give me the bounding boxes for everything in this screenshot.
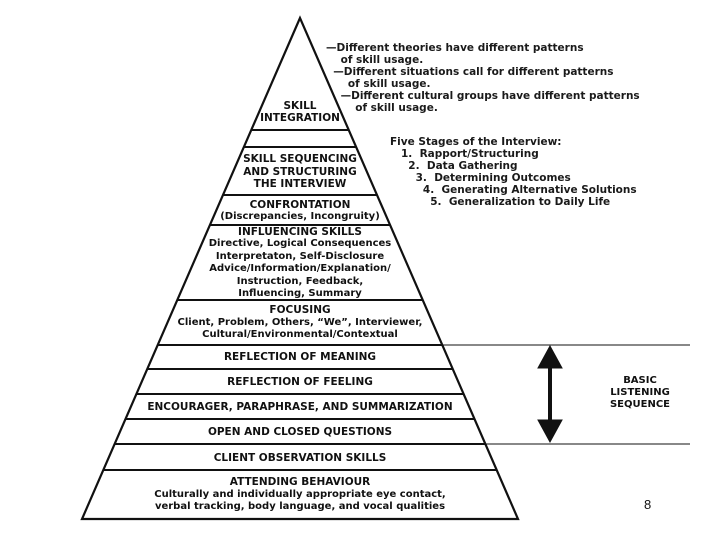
annotation-line: of skill usage. — [326, 78, 431, 90]
stages-title: Five Stages of the Interview: — [390, 136, 562, 148]
label-line: LISTENING — [610, 387, 670, 398]
level-title-line: AND STRUCTURING — [243, 165, 357, 178]
level-title-line: FOCUSING — [269, 304, 331, 317]
layer-dividers — [103, 129, 497, 471]
level-sub-line: Directive, Logical Consequences — [208, 238, 392, 249]
stage-item: 2. Data Gathering — [390, 160, 518, 172]
level-skill-sequencing: SKILL SEQUENCING AND STRUCTURING THE INT… — [80, 150, 520, 194]
level-sub-line: Client, Problem, Others, “We”, Interview… — [177, 316, 423, 328]
label-line: SEQUENCE — [609, 399, 671, 410]
annotation-line: —Different theories have different patte… — [326, 42, 584, 54]
level-title-line: CLIENT OBSERVATION SKILLS — [213, 451, 387, 464]
label-line: BASIC — [623, 375, 657, 386]
level-title-line: INFLUENCING SKILLS — [238, 225, 362, 238]
level-title-line: REFLECTION OF MEANING — [223, 350, 377, 363]
level-sub-line: Interpretaton, Self-Disclosure — [215, 250, 385, 262]
level-sub-line: Culturally and individually appropriate … — [154, 488, 446, 500]
level-title-line: SKILL — [283, 99, 317, 112]
level-influencing-skills: INFLUENCING SKILLS Directive, Logical Co… — [80, 225, 520, 300]
level-title-line: OPEN AND CLOSED QUESTIONS — [207, 425, 393, 438]
level-title-line: THE INTERVIEW — [253, 178, 347, 191]
level-title-line: SKILL SEQUENCING — [243, 153, 357, 166]
level-title-line: INTEGRATION — [260, 112, 340, 124]
level-client-observation: CLIENT OBSERVATION SKILLS — [80, 446, 520, 470]
level-sub-line: verbal tracking, body language, and voca… — [154, 501, 446, 513]
basic-listening-sequence-label: BASIC LISTENING SEQUENCE — [590, 375, 690, 411]
level-sub-line: Instruction, Feedback, — [236, 275, 364, 287]
annotation-line: of skill usage. — [326, 54, 424, 66]
stage-item: 5. Generalization to Daily Life — [390, 196, 611, 208]
level-sub-line: Cultural/Environmental/Contextual — [202, 329, 398, 341]
level-title-line: CONFRONTATION — [249, 198, 351, 211]
level-sub-line: Influencing, Summary — [238, 288, 362, 299]
level-focusing: FOCUSING Client, Problem, Others, “We”, … — [80, 303, 520, 343]
level-reflection-of-meaning: REFLECTION OF MEANING — [80, 345, 520, 369]
annotation-line: —Different situations call for different… — [326, 66, 614, 78]
stage-item: 1. Rapport/Structuring — [390, 148, 539, 160]
stage-item: 4. Generating Alternative Solutions — [390, 184, 637, 196]
annotation-line: of skill usage. — [326, 102, 438, 114]
level-encourager-paraphrase: ENCOURAGER, PARAPHRASE, AND SUMMARIZATIO… — [80, 395, 520, 419]
double-arrow-icon — [537, 344, 563, 444]
theories-annotation: —Different theories have different patte… — [326, 42, 640, 114]
level-skill-integration: SKILL INTEGRATION — [80, 95, 520, 129]
level-sub-line: Advice/Information/Explanation/ — [209, 263, 391, 274]
level-title-line: ENCOURAGER, PARAPHRASE, AND SUMMARIZATIO… — [147, 400, 453, 413]
level-title-line: ATTENDING BEHAVIOUR — [229, 476, 371, 489]
level-open-closed-questions: OPEN AND CLOSED QUESTIONS — [80, 420, 520, 444]
page-number: 8 — [644, 497, 652, 512]
stage-item: 3. Determining Outcomes — [390, 172, 571, 184]
level-attending-behaviour: ATTENDING BEHAVIOUR Culturally and indiv… — [80, 474, 520, 516]
level-reflection-of-feeling: REFLECTION OF FEELING — [80, 370, 520, 394]
five-stages-annotation: Five Stages of the Interview: 1. Rapport… — [390, 136, 637, 208]
level-confrontation: CONFRONTATION (Discrepancies, Incongruit… — [80, 197, 520, 225]
level-title-line: REFLECTION OF FEELING — [227, 375, 373, 388]
annotation-line: —Different cultural groups have differen… — [326, 90, 640, 102]
level-sub-line: (Discrepancies, Incongruity) — [220, 211, 380, 222]
